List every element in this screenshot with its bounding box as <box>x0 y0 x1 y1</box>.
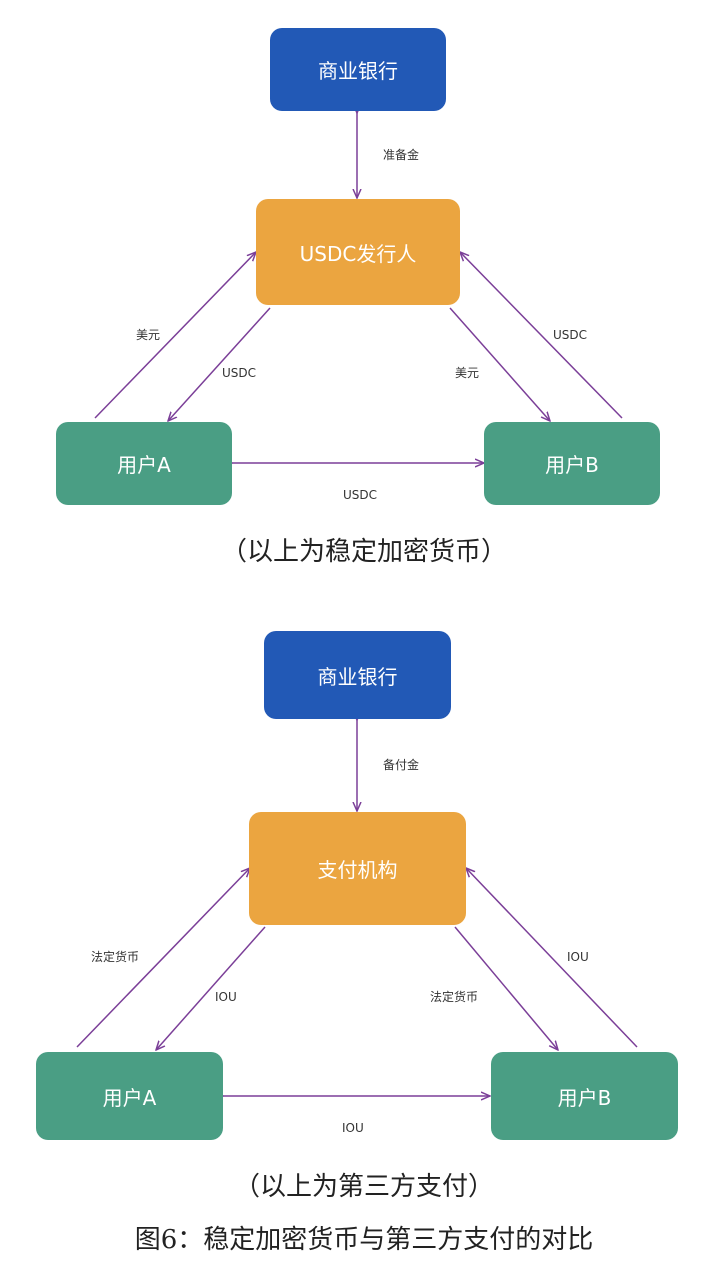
d1-node-user-a: 用户A <box>56 422 232 505</box>
d2-label-bank-issuer: 备付金 <box>383 758 420 772</box>
d1-edge-a-to-issuer <box>94 252 256 419</box>
d2-edge-b-to-issuer <box>466 868 638 1048</box>
d2-label-issuer-to-b: 法定货币 <box>430 990 479 1004</box>
d1-edge-b-to-issuer <box>460 252 623 419</box>
d1-edge-issuer-to-b <box>449 307 550 421</box>
d2-edge-issuer-to-b <box>454 926 558 1050</box>
d1-label-a-to-issuer: 美元 <box>136 328 161 342</box>
d2-node-commercial-bank: 商业银行 <box>264 631 451 719</box>
d1-label-a-b: USDC <box>343 488 378 502</box>
d2-label-a-b: IOU <box>342 1121 364 1135</box>
d2-edge-issuer-to-a <box>156 926 266 1050</box>
d2-node-user-a: 用户A <box>36 1052 223 1140</box>
d1-node-commercial-bank: 商业银行 <box>270 28 446 111</box>
d1-node-user-b: 用户B <box>484 422 660 505</box>
d1-label-b-to-issuer: USDC <box>553 328 588 342</box>
d2-label-b-to-issuer: IOU <box>567 950 589 964</box>
d2-caption: （以上为第三方支付） <box>233 1172 494 1202</box>
figure-caption: 图6：稳定加密货币与第三方支付的对比 <box>134 1225 594 1255</box>
d2-node-user-b: 用户B <box>491 1052 678 1140</box>
d2-node-payment-institution: 支付机构 <box>249 812 466 925</box>
d2-label-a-to-issuer: 法定货币 <box>91 950 140 964</box>
d1-node-usdc-issuer: USDC发行人 <box>256 199 460 305</box>
d2-label-issuer-to-a: IOU <box>215 990 237 1004</box>
d1-label-issuer-to-b: 美元 <box>455 366 480 380</box>
d2-edge-a-to-issuer <box>76 868 250 1048</box>
d1-label-issuer-to-a: USDC <box>222 366 257 380</box>
d1-edge-issuer-to-a <box>168 307 271 421</box>
d1-caption: （以上为稳定加密货币） <box>220 537 507 567</box>
d1-label-bank-issuer: 准备金 <box>383 148 420 162</box>
